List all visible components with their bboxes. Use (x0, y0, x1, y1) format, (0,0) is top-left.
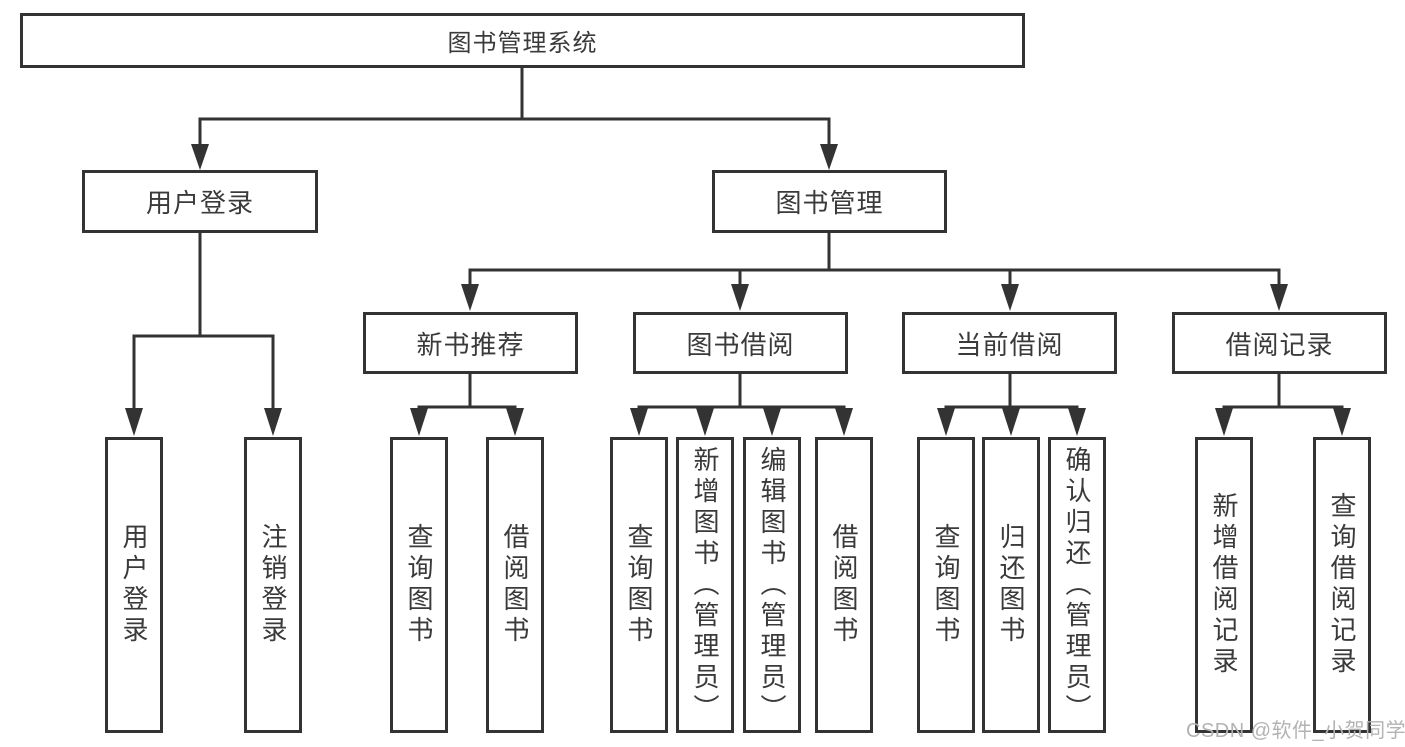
leaf-add-book-admin-label: 新增图书（管理员） (690, 445, 720, 725)
arrowhead (1001, 284, 1019, 311)
leaf-query-books-current: 查询图书 (917, 437, 975, 733)
arrowhead (1068, 408, 1086, 436)
arrowhead (835, 408, 853, 436)
leaf-user-login: 用户登录 (105, 437, 163, 733)
arrowhead (630, 408, 648, 436)
leaf-add-book-admin: 新增图书（管理员） (676, 437, 734, 733)
leaf-query-books-recommend: 查询图书 (390, 437, 448, 733)
leaf-query-borrow-record: 查询借阅记录 (1313, 437, 1371, 733)
leaf-confirm-return-admin-label: 确认归还（管理员） (1062, 445, 1092, 725)
leaf-confirm-return-admin: 确认归还（管理员） (1048, 437, 1106, 733)
leaf-logout-label: 注销登录 (258, 523, 288, 647)
leaf-query-books-borrowing: 查询图书 (610, 437, 668, 733)
leaf-borrow-books-recommend: 借阅图书 (486, 437, 544, 733)
leaf-return-books: 归还图书 (982, 437, 1040, 733)
arrowhead (264, 408, 282, 436)
node-user-login-group: 用户登录 (82, 170, 318, 233)
leaf-borrow-books-recommend-label: 借阅图书 (500, 523, 530, 647)
leaf-query-books-borrowing-label: 查询图书 (624, 523, 654, 647)
node-book-management: 图书管理 (712, 170, 947, 233)
connector-new-book-recommend-to-children (417, 372, 517, 415)
node-library-system: 图书管理系统 (20, 13, 1025, 68)
node-current-borrowing: 当前借阅 (902, 312, 1117, 374)
connector-root-to-level2 (198, 66, 831, 148)
arrowhead (820, 144, 838, 170)
node-borrowing-records: 借阅记录 (1172, 312, 1387, 374)
leaf-borrow-books: 借阅图书 (815, 437, 873, 733)
leaf-query-books-current-label: 查询图书 (931, 523, 961, 647)
leaf-query-borrow-record-label: 查询借阅记录 (1327, 492, 1357, 678)
arrowhead (731, 284, 749, 311)
arrowhead (410, 408, 428, 436)
node-new-book-recommend: 新书推荐 (363, 312, 578, 374)
leaf-edit-book-admin: 编辑图书（管理员） (743, 437, 801, 733)
arrowhead (763, 408, 781, 436)
leaf-user-login-label: 用户登录 (119, 523, 149, 647)
csdn-watermark: CSDN @软件_小贺同学 (1186, 720, 1405, 742)
node-book-borrowing: 图书借阅 (633, 312, 848, 374)
connector-book-borrowing-to-children (637, 372, 846, 415)
connector-current-borrowing-to-children (944, 372, 1079, 415)
leaf-add-borrow-record: 新增借阅记录 (1195, 437, 1253, 733)
leaf-logout: 注销登录 (244, 437, 302, 733)
arrowhead (125, 408, 143, 436)
arrowhead (191, 144, 209, 170)
connector-user-login-to-children (132, 231, 275, 416)
leaf-edit-book-admin-label: 编辑图书（管理员） (757, 445, 787, 725)
leaf-query-books-recommend-label: 查询图书 (404, 523, 434, 647)
arrowhead (937, 408, 955, 436)
arrowhead (1215, 408, 1233, 436)
leaf-borrow-books-label: 借阅图书 (829, 523, 859, 647)
leaf-return-books-label: 归还图书 (996, 523, 1026, 647)
arrowhead (461, 284, 479, 311)
leaf-add-borrow-record-label: 新增借阅记录 (1209, 492, 1239, 678)
arrowhead (506, 408, 524, 436)
arrowhead (1270, 284, 1288, 311)
connector-borrowing-records-to-children (1222, 372, 1344, 415)
arrowhead (696, 408, 714, 436)
connector-book-management-to-level3 (468, 231, 1281, 290)
arrowhead (1002, 408, 1020, 436)
arrowhead (1333, 408, 1351, 436)
